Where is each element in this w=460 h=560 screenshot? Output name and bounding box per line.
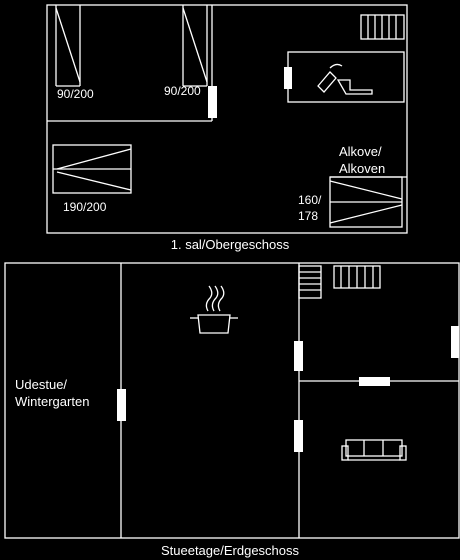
alcove-bed-size-line2: 178 bbox=[298, 209, 319, 223]
sofa-icon bbox=[341, 439, 407, 461]
door-ground-right bbox=[451, 326, 459, 358]
door-ground-left bbox=[117, 389, 126, 421]
bed-middle bbox=[182, 5, 208, 87]
wintergarden-label-line2: Wintergarten bbox=[15, 394, 90, 409]
bed-bottom-left-size: 190/200 bbox=[63, 200, 107, 214]
door-upper-middle bbox=[208, 86, 217, 118]
door-ground-horizontal bbox=[359, 377, 390, 386]
alcove-bed-size-line1: 160/ bbox=[298, 193, 322, 207]
bed-bottom-left bbox=[52, 144, 132, 194]
alcove-label-line2: Alkoven bbox=[339, 161, 386, 176]
alcove-label-line1: Alkove/ bbox=[339, 144, 382, 159]
bed-alcove bbox=[329, 176, 403, 228]
upper-floor-outline bbox=[46, 4, 408, 234]
bed-left-size: 90/200 bbox=[57, 87, 94, 101]
ground-floor-caption: Stueetage/Erdgeschoss bbox=[160, 543, 300, 558]
door-kitchenette bbox=[284, 67, 292, 89]
stairs-ground bbox=[298, 265, 381, 299]
wintergarden-label-line1: Udestue/ bbox=[15, 377, 68, 392]
door-ground-middle bbox=[294, 341, 303, 371]
cooking-pot-icon bbox=[190, 285, 238, 334]
ground-floor-outline bbox=[4, 262, 460, 539]
bed-left bbox=[55, 5, 81, 87]
door-ground-living bbox=[294, 420, 303, 452]
bed-middle-size: 90/200 bbox=[164, 84, 201, 98]
stairs-upper bbox=[360, 14, 405, 40]
hob-icon bbox=[317, 63, 373, 95]
upper-floor-caption: 1. sal/Obergeschoss bbox=[170, 237, 290, 252]
